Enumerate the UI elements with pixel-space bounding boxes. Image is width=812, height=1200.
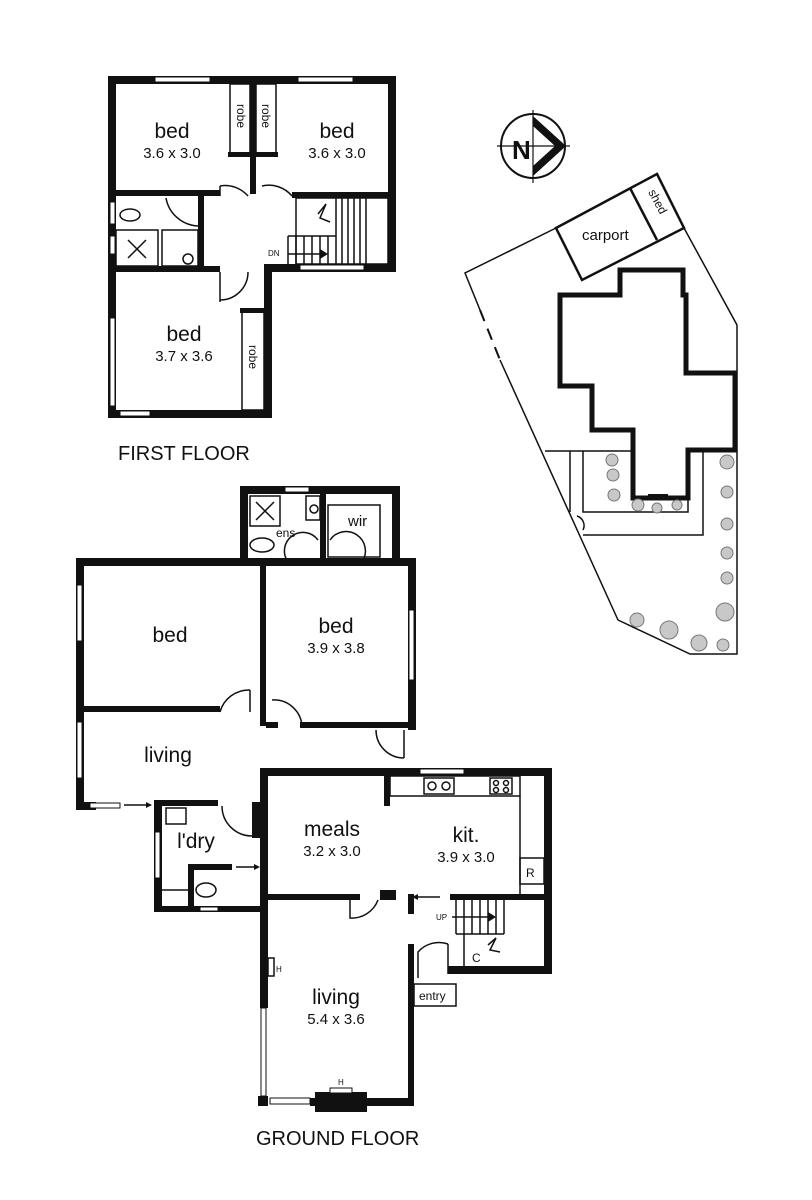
robe-label: robe [259, 104, 273, 128]
room-name: living [312, 986, 360, 1009]
first-floor-plan: robe robe [108, 76, 396, 465]
heater-label: H [338, 1078, 344, 1087]
room-size: 3.9 x 3.0 [437, 849, 495, 866]
carport-label: carport [582, 227, 630, 244]
room-name: l'dry [177, 830, 215, 853]
room-name: bed [154, 120, 189, 143]
ground-floor-stairs [452, 900, 505, 953]
room-size: 3.6 x 3.0 [308, 145, 366, 162]
entry-label: entry [419, 989, 446, 1003]
room-name: bed [318, 615, 353, 638]
first-floor-stairs [287, 198, 367, 264]
room-size: 3.9 x 3.8 [307, 640, 365, 657]
room-size: 5.4 x 3.6 [307, 1011, 365, 1028]
room-size: 3.6 x 3.0 [143, 145, 201, 162]
room-name: bed [166, 323, 201, 346]
cupboard-label: C [472, 951, 481, 965]
ensuite-label: ens [276, 526, 295, 540]
stair-up-label: UP [436, 913, 447, 922]
north-arrow-icon: N [497, 110, 570, 183]
robe-label: robe [246, 345, 260, 369]
room-name: bed [319, 120, 354, 143]
room-name: kit. [453, 824, 480, 847]
heater-label: H [276, 965, 282, 974]
wir-label: wir [347, 513, 367, 530]
room-size: 3.2 x 3.0 [303, 843, 361, 860]
stair-down-label: DN [268, 249, 280, 258]
room-size: 3.7 x 3.6 [155, 348, 213, 365]
ground-floor-plan: ens wir bed bed 3.9 x 3.8 living [76, 486, 552, 1150]
room-name: meals [304, 818, 360, 841]
fridge-label: R [526, 866, 535, 880]
north-label: N [512, 135, 531, 165]
room-name: living [144, 744, 192, 767]
ground-floor-title: GROUND FLOOR [256, 1128, 419, 1150]
first-floor-title: FIRST FLOOR [118, 443, 250, 465]
robe-label: robe [234, 104, 248, 128]
site-plan: N carport shed [464, 110, 738, 655]
trees [605, 453, 735, 652]
room-name: bed [152, 624, 187, 647]
